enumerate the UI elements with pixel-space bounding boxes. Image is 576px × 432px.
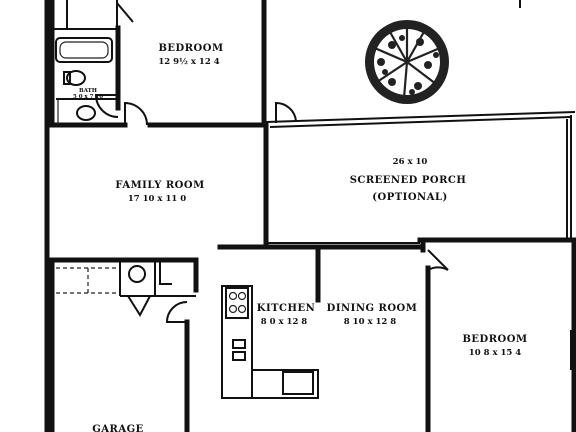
family-room-name: FAMILY ROOM	[115, 180, 204, 191]
range-icon	[225, 287, 249, 319]
porch-name: SCREENED PORCH	[350, 175, 467, 186]
porch-note: (OPTIONAL)	[372, 192, 447, 203]
kitchen-dims: 8 0 x 12 8	[261, 317, 308, 327]
garage-door-swing	[165, 301, 188, 323]
bath-door-swing	[94, 94, 119, 118]
burner-icon	[237, 304, 247, 314]
bath-fixtures	[55, 37, 116, 124]
bedroom-door-swing-right	[427, 249, 449, 271]
burner-icon	[228, 304, 238, 314]
sink-icon	[76, 105, 96, 121]
counter-south	[251, 369, 319, 399]
bedroom-top-dims: 12 9½ x 12 4	[158, 56, 219, 67]
room-labels: BEDROOM 12 9½ x 12 4 BATH 5 0 x 7 10 FAM…	[73, 43, 527, 432]
bedroom-door-swing	[124, 101, 148, 126]
utility-door	[127, 295, 151, 317]
sink-icon	[232, 351, 246, 361]
bathtub-icon	[55, 37, 113, 63]
dining-room-dims: 8 10 x 12 8	[344, 317, 396, 327]
dining-room-name: DINING ROOM	[327, 303, 418, 314]
tree-leaves	[377, 35, 439, 95]
bathtub-basin-icon	[59, 41, 109, 59]
porch-north-screen-inner	[269, 116, 571, 128]
toilet-icon	[66, 70, 86, 86]
porch-dims: 26 x 10	[393, 157, 428, 167]
bedroom-top-name: BEDROOM	[158, 43, 223, 54]
walls	[44, 0, 576, 432]
bedroom-right-name: BEDROOM	[462, 334, 527, 345]
porch-door-swing	[275, 101, 297, 123]
burner-icon	[237, 291, 247, 301]
water-heater-icon	[128, 265, 146, 283]
dishwasher-icon	[232, 339, 246, 349]
bath-name: BATH	[79, 88, 97, 94]
utility-area	[56, 262, 196, 317]
closet-outline	[159, 262, 172, 285]
toilet-tank-icon	[63, 71, 71, 85]
garage-name: GARAGE	[92, 424, 144, 432]
bedroom-right-dims: 10 8 x 15 4	[469, 348, 521, 358]
burner-icon	[228, 291, 238, 301]
closet-door	[116, 2, 134, 23]
porch-north-screen	[265, 111, 576, 123]
bath-dims: 5 0 x 7 10	[73, 94, 103, 100]
kitchen-name: KITCHEN	[257, 303, 315, 314]
counter-west	[221, 285, 253, 399]
kitchen-counters	[221, 285, 319, 399]
family-room-dims: 17 10 x 11 0	[128, 194, 186, 204]
refrigerator-icon	[282, 371, 314, 395]
tree-icon	[365, 20, 449, 104]
tree-branches	[369, 26, 441, 99]
doors	[94, 94, 449, 323]
